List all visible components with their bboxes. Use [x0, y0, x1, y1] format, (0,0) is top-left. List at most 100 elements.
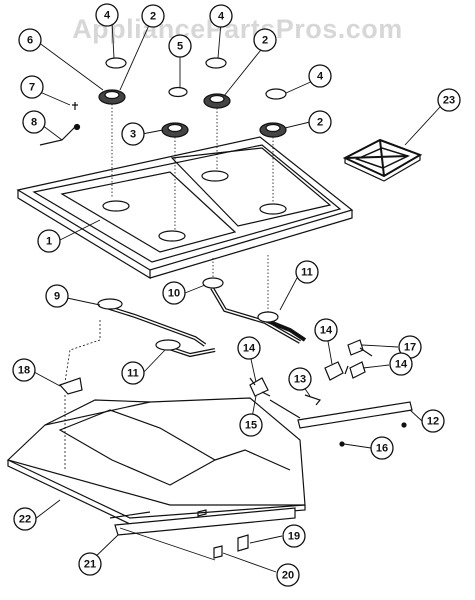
- burner-center-rear: [203, 93, 231, 109]
- callout-circle: [421, 409, 445, 433]
- callout-circle: [13, 507, 37, 531]
- callout-3: 3: [121, 122, 145, 146]
- callout-label: 22: [19, 514, 31, 526]
- callout-circle: [288, 367, 312, 391]
- callout-11: 11: [295, 260, 319, 284]
- callout-6: 6: [18, 28, 42, 52]
- callout-circle: [18, 28, 42, 52]
- callout-circle: [45, 284, 69, 308]
- callout-label: 5: [177, 41, 183, 53]
- callout-19: 19: [282, 524, 306, 548]
- callout-label: 23: [443, 95, 455, 107]
- callout-circle: [37, 229, 61, 253]
- callout-circle: [437, 88, 461, 112]
- callout-label: 14: [320, 325, 333, 337]
- callout-label: 7: [29, 82, 35, 94]
- callout-label: 10: [168, 288, 180, 300]
- callout-label: 4: [317, 71, 324, 83]
- callout-label: 11: [301, 267, 313, 279]
- callout-label: 14: [395, 359, 408, 371]
- callout-2: 2: [308, 110, 332, 134]
- callout-circle: [295, 260, 319, 284]
- callout-label: 2: [262, 35, 268, 47]
- manifold-bar: [269, 399, 413, 447]
- callout-label: 2: [317, 117, 323, 129]
- callout-label: 14: [243, 343, 256, 355]
- callout-5: 5: [168, 34, 192, 58]
- callout-circle: [370, 436, 394, 460]
- lower-panel: [6, 395, 306, 561]
- callout-label: 16: [376, 443, 388, 455]
- callout-label: 15: [245, 420, 257, 432]
- callout-circle: [141, 4, 165, 28]
- callout-circle: [121, 122, 145, 146]
- callout-circle: [282, 524, 306, 548]
- callout-4: 4: [308, 64, 332, 88]
- callout-22: 22: [13, 507, 37, 531]
- callout-21: 21: [78, 552, 102, 576]
- callout-14: 14: [389, 352, 413, 376]
- callout-label: 1: [46, 236, 52, 248]
- callout-8: 8: [22, 110, 46, 134]
- bracket-part: [58, 377, 83, 395]
- valves: [249, 339, 373, 406]
- callout-circle: [239, 413, 263, 437]
- callout-circle: [162, 281, 186, 305]
- callout-16: 16: [370, 436, 394, 460]
- callout-4: 4: [209, 4, 233, 28]
- callout-circle: [314, 318, 338, 342]
- callout-label: 13: [294, 374, 306, 386]
- callout-circle: [78, 552, 102, 576]
- callout-label: 19: [288, 531, 300, 543]
- callout-circle: [95, 3, 119, 27]
- callout-18: 18: [12, 358, 36, 382]
- burner-left-front: [161, 122, 189, 138]
- callout-13: 13: [288, 367, 312, 391]
- callout-label: 21: [84, 559, 96, 571]
- callout-11: 11: [121, 361, 145, 385]
- callout-14: 14: [237, 336, 261, 360]
- callout-circle: [253, 28, 277, 52]
- callout-circle: [12, 358, 36, 382]
- callout-label: 20: [282, 570, 294, 582]
- callout-circle: [276, 563, 300, 587]
- burner-grate: [342, 138, 423, 182]
- callout-label: 8: [31, 117, 37, 129]
- callout-10: 10: [162, 281, 186, 305]
- callout-7: 7: [20, 75, 44, 99]
- callout-9: 9: [45, 284, 69, 308]
- callout-15: 15: [239, 413, 263, 437]
- callout-label: 4: [104, 10, 111, 22]
- callout-circle: [168, 34, 192, 58]
- callout-4: 4: [95, 3, 119, 27]
- callout-label: 17: [404, 342, 416, 354]
- cooktop-part: [16, 136, 354, 280]
- callout-circle: [308, 64, 332, 88]
- callout-12: 12: [421, 409, 445, 433]
- burner-heads: [98, 57, 287, 230]
- burner-left-rear: [98, 89, 126, 105]
- igniter-parts: [39, 102, 81, 146]
- burner-tubes: [64, 255, 307, 383]
- callout-23: 23: [437, 88, 461, 112]
- callout-label: 11: [127, 368, 139, 380]
- callout-2: 2: [253, 28, 277, 52]
- callout-label: 2: [150, 11, 156, 23]
- callout-label: 4: [218, 11, 225, 23]
- callout-20: 20: [276, 563, 300, 587]
- callout-label: 18: [18, 365, 30, 377]
- callout-circle: [22, 110, 46, 134]
- callout-circle: [237, 336, 261, 360]
- callout-label: 9: [54, 291, 60, 303]
- callout-circle: [389, 352, 413, 376]
- callout-label: 12: [427, 416, 439, 428]
- callout-14: 14: [314, 318, 338, 342]
- clip-parts: [213, 534, 249, 559]
- callout-circle: [209, 4, 233, 28]
- callout-2: 2: [141, 4, 165, 28]
- callout-circle: [20, 75, 44, 99]
- callout-circle: [121, 361, 145, 385]
- burner-right-front: [259, 122, 287, 138]
